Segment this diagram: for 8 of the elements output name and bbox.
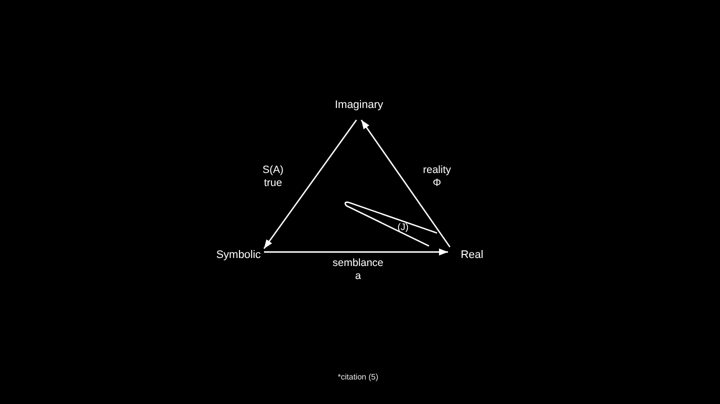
arrow: [264, 248, 448, 256]
vertex-label: Symbolic: [213, 247, 264, 265]
arrow: [360, 120, 450, 248]
vertex-label: Real: [448, 247, 496, 265]
loop-label: (J): [397, 222, 409, 234]
vertex-label: Imaginary: [331, 98, 387, 120]
citation-note: *citation (5): [338, 372, 378, 382]
arrow: [263, 120, 357, 250]
